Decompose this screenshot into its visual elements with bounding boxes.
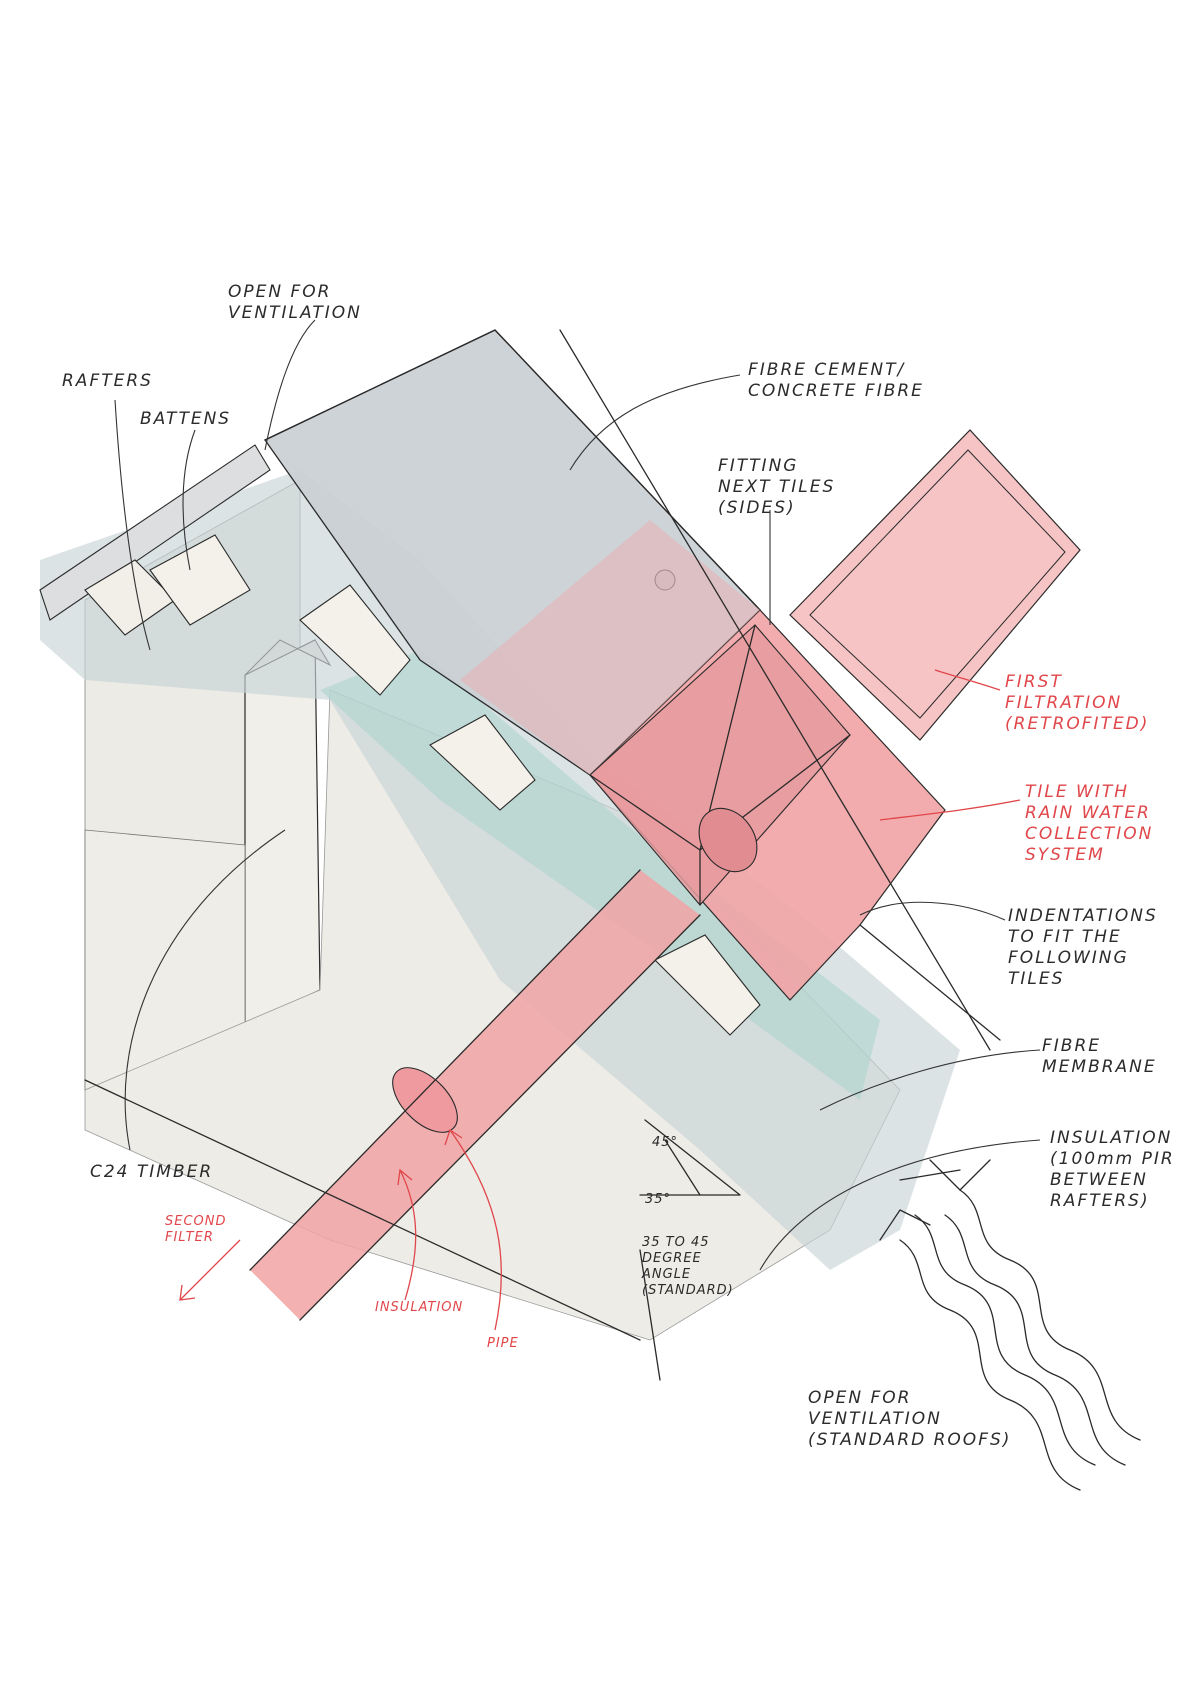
label-insulation-red: INSULATION [375,1300,464,1315]
label-pipe: PIPE [487,1336,519,1351]
label-fibre-membrane: FIBRE MEMBRANE [1042,1036,1157,1077]
label-c24-timber: C24 TIMBER [90,1162,214,1182]
first-filtration-inner [809,449,1066,719]
leader-open-ventilation-top [264,319,316,451]
label-open-ventilation-top: OPEN FOR VENTILATION [228,282,362,323]
tile-translucent-overlap [460,520,760,775]
batten-mid-2 [429,714,536,811]
leader-first-filtration [934,669,1001,691]
label-first-filtration: FIRST FILTRATION (RETROFITED) [1005,672,1150,734]
label-open-ventilation-bottom: OPEN FOR VENTILATION (STANDARD ROOFS) [808,1388,1012,1450]
label-angle-caption: 35 TO 45 DEGREE ANGLE (STANDARD) [642,1235,734,1298]
batten-left-2 [149,534,251,626]
label-rafters: RAFTERS [62,371,153,391]
leader-insulation-red [399,1169,417,1301]
label-fitting-next-tiles: FITTING NEXT TILES (SIDES) [718,456,836,518]
leader-indentations [859,901,1006,921]
label-fibre-cement: FIBRE CEMENT/ CONCRETE FIBRE [748,360,924,401]
angle-indicator [639,1119,741,1196]
label-insulation-pir: INSULATION (100mm PIR BETWEEN RAFTERS) [1050,1128,1175,1211]
leader-rafters [114,399,151,651]
pipe-insulation-collar [392,1067,458,1133]
label-second-filter: SECOND FILTER [165,1214,227,1245]
leader-tile-rain [879,799,1021,821]
label-indentations: INDENTATIONS TO FIT THE FOLLOWING TILES [1008,906,1158,989]
label-battens: BATTENS [140,409,232,429]
fibre-membrane-band [40,470,960,1270]
ventilation-arrows [879,1159,1141,1491]
leader-fibre-cement [569,374,741,471]
batten-mid-1 [299,584,411,696]
label-angle-45: 45° [652,1135,679,1150]
second-filter-arrow [179,1239,241,1301]
leader-battens [182,429,196,571]
batten-low [654,934,761,1036]
first-filtration-panel [789,429,1081,741]
leader-insulation-pir [759,1139,1041,1271]
funnel-outlet [698,807,758,873]
leader-pipe [449,1129,503,1331]
label-tile-rain-water: TILE WITH RAIN WATER COLLECTION SYSTEM [1025,782,1154,865]
leader-fibre-membrane [819,1049,1041,1111]
pipe [250,870,700,1320]
label-angle-35: 35° [645,1192,672,1207]
leader-c24-timber [124,829,286,1151]
